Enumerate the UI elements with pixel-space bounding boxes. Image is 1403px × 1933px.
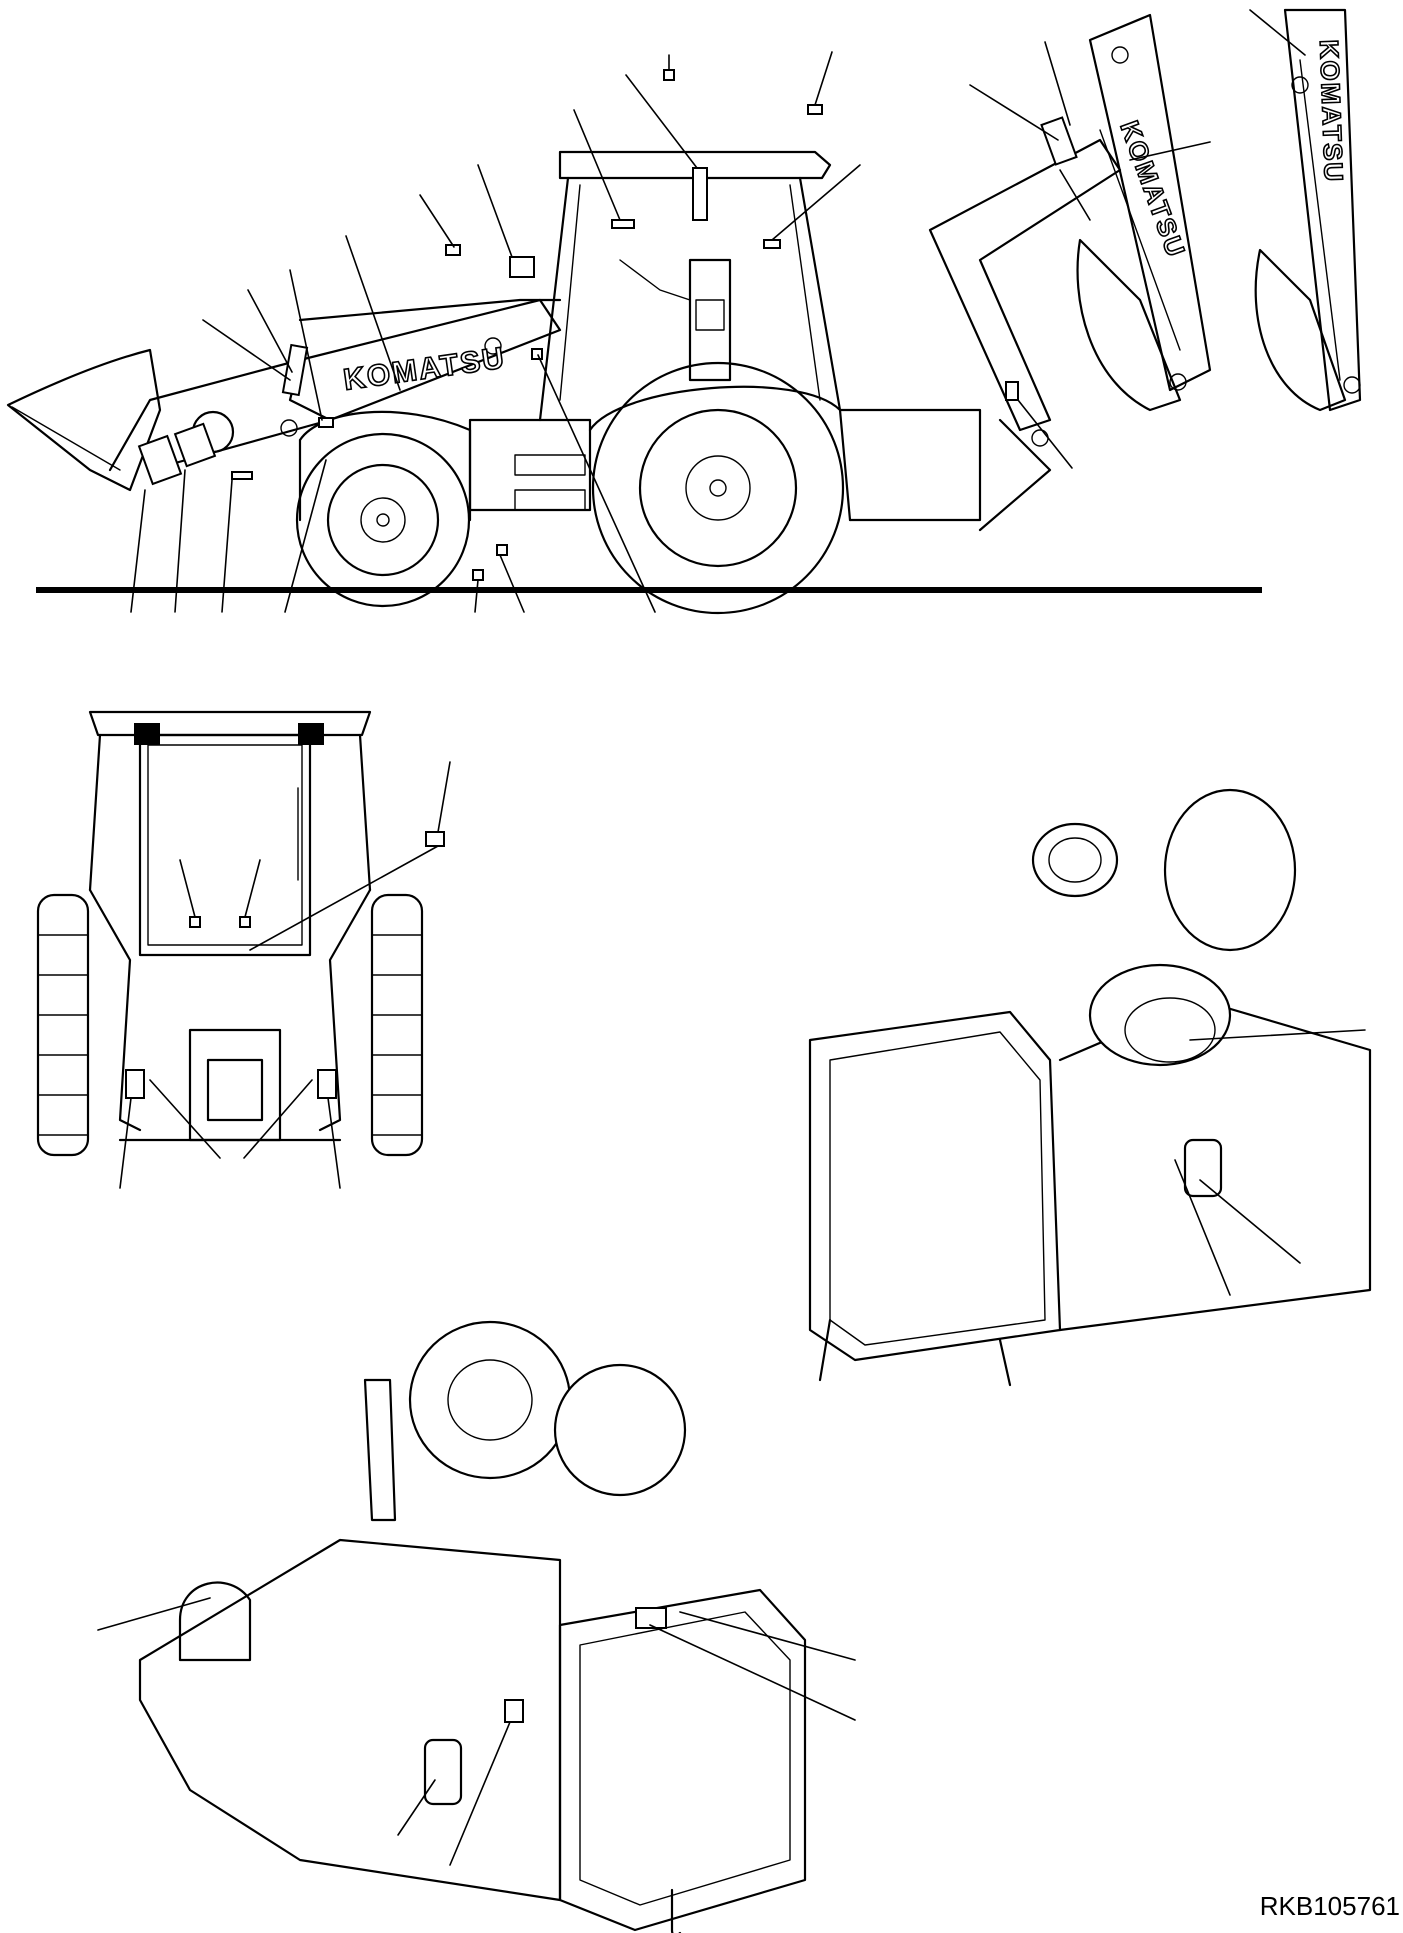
front-wheel bbox=[295, 432, 471, 608]
dipper-arm-brand-label-2: KOMATSU bbox=[1314, 39, 1349, 183]
loader-arm-brand-label: KOMATSU bbox=[341, 342, 507, 397]
cab bbox=[538, 150, 842, 422]
engine-view-left bbox=[97, 1320, 856, 1933]
figure-code: RKB105761 bbox=[1260, 1891, 1400, 1921]
dipper-arm-view-1: KOMATSU bbox=[1040, 13, 1212, 412]
rear-wheel bbox=[591, 361, 845, 615]
side-view-decals bbox=[137, 69, 1019, 581]
dipper-arm-view-2: KOMATSU bbox=[1254, 8, 1362, 412]
rear-view-machine bbox=[36, 710, 451, 1189]
side-view-machine: KOMATSU KOMATSU KOMATSU bbox=[6, 8, 1362, 615]
side-view-leader-lines bbox=[130, 9, 1306, 613]
engine-view-right bbox=[808, 788, 1372, 1387]
loader-bucket bbox=[6, 348, 162, 492]
